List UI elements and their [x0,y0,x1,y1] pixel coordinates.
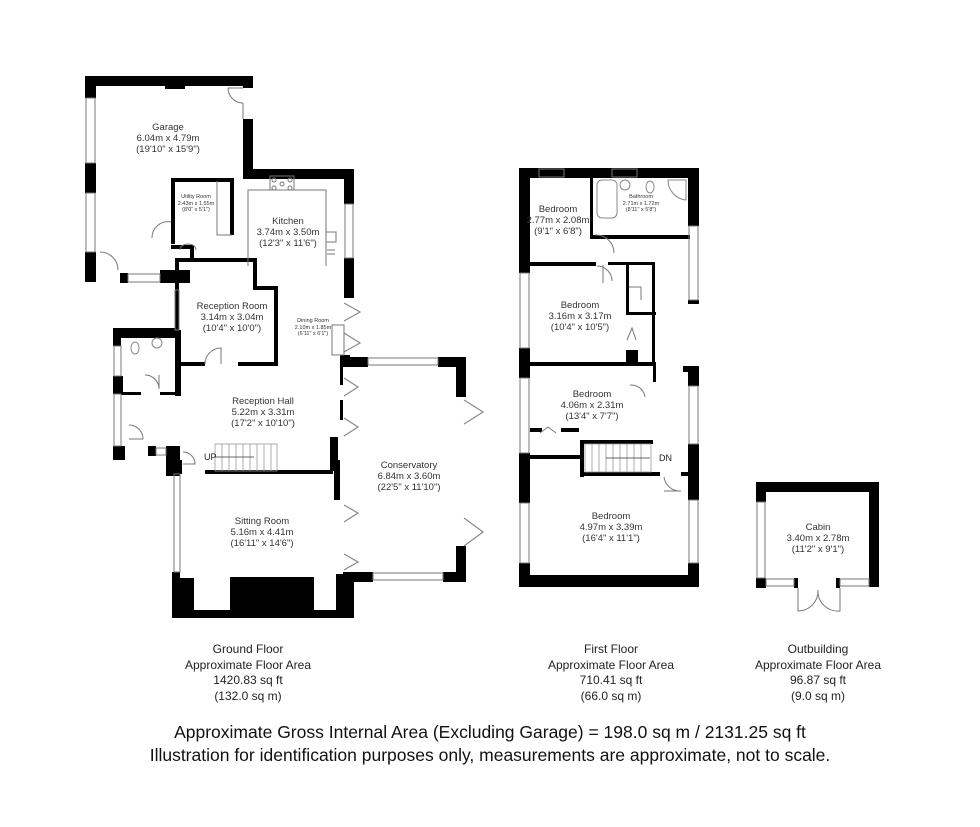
room-name: Sitting Room [234,516,290,527]
room-label-cabin: Cabin 3.40m x 2.78m (11'2" x 9'1") [787,522,850,556]
room-label-bathroom: Bathroom 2.71m x 1.72m (8'11" x 5'8") [623,194,659,214]
disclaimer-text: Illustration for identification purposes… [149,745,831,765]
room-dimensions-imperial: (11'2" x 9'1") [791,544,845,556]
floor-title: First Floor [584,642,638,656]
first-floor-walls [519,168,699,587]
room-label-kitchen: Kitchen 3.74m x 3.50m (12'3" x 11'6") [257,216,320,250]
room-dimensions-metric: 3.16m x 3.17m [548,311,612,323]
ground-floor-summary: Ground Floor Approximate Floor Area 1420… [185,642,311,704]
room-dimensions-metric: 2.77m x 2.08m [526,215,590,227]
room-dimensions-imperial: (10'4" x 10'0") [202,323,262,335]
gross-area-text: Approximate Gross Internal Area (Excludi… [174,722,806,742]
room-name: Utility Room [181,194,211,200]
room-label-reception-hall: Reception Hall 5.22m x 3.31m (17'2" x 10… [231,396,295,430]
floor-subtitle: Approximate Floor Area [547,657,675,672]
room-dimensions-metric: 5.22m x 3.31m [231,407,295,419]
door-swings [99,87,841,612]
room-label-bedroom-2: Bedroom 3.16m x 3.17m (10'4" x 10'5") [549,300,612,334]
cabin-walls [756,482,879,588]
room-dimensions-metric: 3.40m x 2.78m [786,533,850,545]
floor-area-sqft: 1420.83 sq ft [213,673,283,687]
room-label-dining-room: Dining Room 2.10m x 1.85m (6'11" x 6'1") [295,318,331,338]
room-dimensions-metric: 2.71m x 1.72m [622,200,660,207]
outbuilding-summary: Outbuilding Approximate Floor Area 96.87… [755,642,881,704]
floor-area-sqm: (132.0 sq m) [214,688,282,703]
room-dimensions-metric: 4.97m x 3.39m [579,522,643,534]
wc-walls [113,328,181,476]
room-label-garage: Garage 6.04m x 4.79m (19'10" x 15'9") [136,122,200,156]
room-dimensions-metric: 5.16m x 4.41m [230,527,294,539]
room-name: Conservatory [380,460,438,471]
room-name: Kitchen [272,216,304,227]
room-dimensions-imperial: (13'4" x 7'7") [565,411,619,423]
room-dimensions-imperial: (16'4" x 11'1") [582,533,640,545]
room-label-utility-room: Utility Room 2.43m x 1.55m (8'0" x 5'1") [178,194,214,214]
garage-walls [85,76,354,298]
room-dimensions-metric: 2.43m x 1.55m [177,200,215,207]
room-name: Garage [152,122,184,133]
room-name: Bathroom [629,194,653,200]
room-name: Bedroom [572,389,612,400]
room-dimensions-imperial: (6'11" x 6'1") [297,331,329,338]
kitchen-walls [171,178,278,366]
room-name: Bedroom [560,300,600,311]
room-name: Cabin [805,522,831,533]
room-dimensions-imperial: (19'10" x 15'9") [136,144,200,156]
stairs [214,443,652,473]
room-label-reception-room: Reception Room 3.14m x 3.04m (10'4" x 10… [197,301,268,335]
room-dimensions-metric: 3.14m x 3.04m [200,312,264,324]
floor-title: Outbuilding [787,642,849,656]
room-label-bedroom-1: Bedroom 2.77m x 2.08m (9'1" x 6'8") [527,204,590,238]
room-label-conservatory: Conservatory 6.84m x 3.60m (22'5" x 11'1… [377,460,440,494]
floor-area-sqft: 710.41 sq ft [579,673,643,687]
windows [85,97,870,587]
room-dimensions-imperial: (8'11" x 5'8") [625,207,657,214]
room-dimensions-imperial: (22'5" x 11'10") [377,482,441,494]
room-name: Bedroom [538,204,578,215]
sanitary-fittings [130,179,687,355]
room-dimensions-metric: 6.84m x 3.60m [377,471,441,483]
room-name: Reception Hall [232,396,294,407]
room-dimensions-imperial: (17'2" x 10'10") [231,418,295,430]
room-name: Dining Room [297,318,329,324]
kitchen-fittings [216,175,345,356]
room-dimensions-imperial: (12'3" x 11'6") [259,238,317,250]
floor-subtitle: Approximate Floor Area [754,657,882,672]
floor-area-sqm: (66.0 sq m) [580,688,642,703]
stairs-up-label: UP [204,452,217,462]
bifold-doors [343,302,485,571]
room-dimensions-imperial: (9'1" x 6'8") [534,226,582,238]
floor-area-sqft: 96.87 sq ft [789,673,847,687]
room-dimensions-metric: 4.06m x 2.31m [560,400,624,412]
room-dimensions-imperial: (10'4" x 10'5") [550,322,610,334]
room-dimensions-metric: 6.04m x 4.79m [136,133,200,145]
stairs-down-label: DN [659,453,672,463]
first-floor-summary: First Floor Approximate Floor Area 710.4… [548,642,674,704]
room-dimensions-metric: 2.10m x 1.85m [294,324,332,331]
floor-area-sqm: (9.0 sq m) [790,688,845,703]
room-label-bedroom-3: Bedroom 4.06m x 2.31m (13'4" x 7'7") [561,389,624,423]
room-dimensions-imperial: (16'11" x 14'6") [230,538,294,550]
room-dimensions-imperial: (8'0" x 5'1") [182,207,210,214]
room-label-bedroom-4: Bedroom 4.97m x 3.39m (16'4" x 11'1") [580,511,643,545]
room-name: Bedroom [591,511,631,522]
floor-subtitle: Approximate Floor Area [184,657,312,672]
floor-title: Ground Floor [212,642,284,656]
room-label-sitting-room: Sitting Room 5.16m x 4.41m (16'11" x 14'… [230,516,293,550]
room-name: Reception Room [196,301,268,312]
sitting-room-walls [172,460,370,618]
room-dimensions-metric: 3.74m x 3.50m [256,227,320,239]
